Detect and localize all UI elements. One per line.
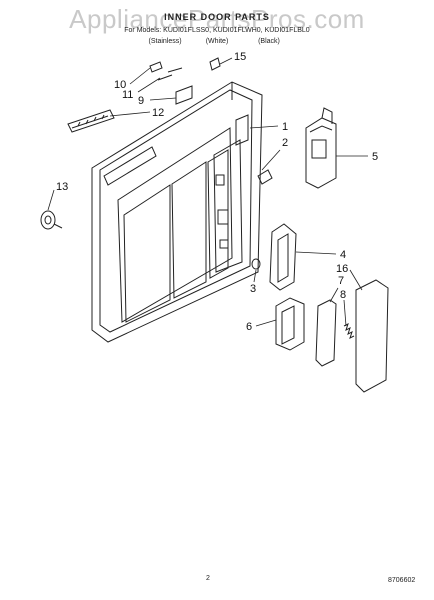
knob-part-13	[40, 210, 63, 230]
color-label-stainless: (Stainless)	[148, 38, 182, 45]
callout-10: 10	[114, 79, 126, 91]
spring-part-8	[343, 323, 355, 339]
clip-part-10	[149, 61, 163, 73]
callout-12: 12	[152, 107, 164, 119]
handle-bracket	[67, 109, 115, 133]
model-list: For Models: KUDI01FLSS0, KUDI01FLWH0, KU…	[124, 27, 310, 34]
grommet-part-3	[251, 258, 261, 270]
callout-3: 3	[250, 283, 256, 295]
callout-5: 5	[372, 151, 378, 163]
callout-1: 1	[282, 121, 288, 133]
callout-13: 13	[56, 181, 68, 193]
actuator-part-4	[269, 223, 297, 291]
color-label-black: (Black)	[258, 38, 280, 45]
lever-part-7	[315, 299, 337, 367]
color-list: (Stainless) (White) (Black)	[0, 38, 434, 45]
callout-16: 16	[336, 263, 348, 275]
callout-9: 9	[138, 95, 144, 107]
inner-door-panel	[91, 81, 263, 343]
page-number: 2	[206, 575, 210, 582]
callout-7: 7	[338, 275, 344, 287]
callout-15: 15	[234, 51, 246, 63]
diagram-title: INNER DOOR PARTS	[164, 12, 270, 22]
cover-panel-part-16	[355, 279, 389, 393]
callout-11: 11	[122, 89, 133, 101]
callout-6: 6	[246, 321, 252, 333]
callout-8: 8	[340, 289, 346, 301]
lower-latch-part-6	[275, 297, 305, 351]
screw-part-11	[157, 67, 183, 81]
callout-4: 4	[340, 249, 346, 261]
clip-part-2	[257, 169, 273, 185]
leader-lines	[47, 57, 368, 327]
color-label-white: (White)	[205, 38, 229, 45]
watermark-logo: AppliancePartsPros.com	[69, 4, 365, 34]
callout-labels: 1 2 3 4 5 6 7 8 9 10 11 12 13 15 16	[56, 51, 378, 333]
document-code: 8706602	[388, 577, 416, 584]
clip-part-15	[209, 57, 221, 71]
cover-plate	[175, 85, 193, 105]
callout-2: 2	[282, 137, 288, 149]
upper-latch-assembly	[305, 107, 337, 189]
